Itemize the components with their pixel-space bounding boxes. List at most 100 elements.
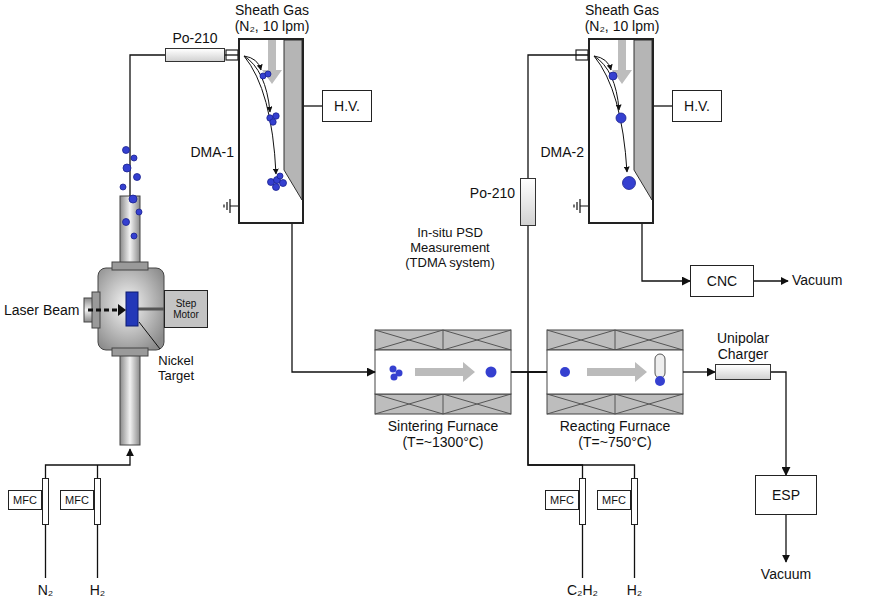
particle-trajectory xyxy=(594,56,627,172)
furnace-body xyxy=(587,362,647,382)
gas-line xyxy=(634,525,635,578)
flow-controller-box: MFC xyxy=(8,490,42,510)
flow-controller: MFC xyxy=(597,478,638,525)
nanoparticle xyxy=(260,71,636,191)
ground-symbol xyxy=(224,199,238,213)
vacuum-label: Vacuum xyxy=(792,272,842,288)
nanoparticle xyxy=(131,155,137,161)
leader-line xyxy=(139,322,160,349)
laser-beam xyxy=(118,304,126,316)
nanoparticle xyxy=(273,113,279,119)
ground-symbol xyxy=(574,199,588,213)
furnace-body xyxy=(547,330,683,414)
furnace-body xyxy=(375,330,511,414)
motor-shaft xyxy=(138,309,164,310)
gas-line xyxy=(582,525,583,578)
furnace-body xyxy=(560,367,570,377)
gas-label: C₂H₂ xyxy=(557,582,608,598)
measurement-note: In-situ PSD Measurement (TDMA system) xyxy=(400,226,500,271)
aerosol-line xyxy=(130,55,165,196)
node-label: Po-210 xyxy=(160,30,230,46)
furnace-body xyxy=(547,350,683,394)
furnace-body xyxy=(375,330,511,414)
furnace-body xyxy=(375,350,511,394)
node-label: MFC xyxy=(65,494,89,507)
nanoparticle xyxy=(280,180,287,187)
particle-trajectory xyxy=(244,56,276,174)
laser-label: Laser Beam xyxy=(4,302,79,318)
node-label: DMA-1 xyxy=(190,144,234,160)
gas-line xyxy=(97,465,98,478)
flow-meter-tube xyxy=(579,478,586,525)
ablation-chamber xyxy=(112,262,148,270)
node-label: ESP xyxy=(772,487,800,503)
flow-line xyxy=(511,226,528,372)
flow-line xyxy=(642,224,690,281)
furnace: Sintering Furnace (T=~1300°C) xyxy=(375,330,511,414)
nanoparticle xyxy=(129,195,137,203)
vacuum-arrow xyxy=(785,515,786,562)
furnace-body xyxy=(655,354,665,378)
flow-controller-box: MFC xyxy=(545,490,579,510)
flow-line xyxy=(225,54,238,55)
flow-controller: MFC xyxy=(545,478,586,525)
neutralizer-tube: Po-210 xyxy=(165,48,225,62)
dma-electrode xyxy=(284,40,652,200)
flow-controller: MFC xyxy=(8,478,49,525)
precipitator-box: ESP xyxy=(755,475,817,515)
node-label: Reacting Furnace (T=~750°C) xyxy=(550,418,680,450)
node-label: Po-210 xyxy=(470,185,515,201)
nickel-target xyxy=(126,292,138,326)
nanoparticle xyxy=(270,119,276,125)
particle-trajectory xyxy=(244,56,627,174)
nanoparticle xyxy=(131,233,137,239)
nanoparticle xyxy=(265,71,271,77)
particle-trajectory xyxy=(594,56,619,110)
nanoparticle xyxy=(277,173,283,179)
nanoparticle xyxy=(136,209,142,215)
sheath-gas-arrow xyxy=(262,38,632,84)
furnace-body xyxy=(486,367,497,378)
furnace-body xyxy=(390,366,397,373)
node-label: Sintering Furnace (T=~1300°C) xyxy=(378,418,508,450)
gas-line xyxy=(45,525,46,578)
leader-line xyxy=(139,322,160,349)
nanoparticle xyxy=(120,147,142,240)
furnace-body xyxy=(391,374,398,381)
node-label: H.V. xyxy=(334,98,360,114)
gas-label: H₂ xyxy=(77,582,118,598)
flow-line xyxy=(304,105,322,106)
ablation-chamber xyxy=(120,196,140,268)
flow-meter-tube xyxy=(42,478,49,525)
flow-controller-box: MFC xyxy=(60,490,94,510)
flow-controller-box: MFC xyxy=(597,490,631,510)
gas-label: H₂ xyxy=(614,582,655,598)
gas-label: N₂ xyxy=(25,582,66,598)
dma-electrode xyxy=(284,40,302,200)
node-label: MFC xyxy=(550,494,574,507)
counter-box: CNC xyxy=(690,265,754,297)
furnace-body xyxy=(547,330,683,414)
dma-electrode xyxy=(634,40,652,200)
node-label: Step Motor xyxy=(169,298,203,321)
flow-line xyxy=(528,55,588,178)
laser-beam xyxy=(88,304,126,316)
node-label: MFC xyxy=(602,494,626,507)
flow-controller: MFC xyxy=(60,478,101,525)
node-label: H.V. xyxy=(684,98,710,114)
vacuum-arrow xyxy=(754,280,788,281)
target-label: Nickel Target xyxy=(148,354,204,384)
nanoparticle xyxy=(273,184,280,191)
gas-label: Sheath Gas (N₂, 10 lpm) xyxy=(227,2,317,34)
flow-line xyxy=(654,105,672,106)
furnace: Reacting Furnace (T=~750°C) xyxy=(547,330,683,414)
nanoparticle xyxy=(134,174,141,181)
ablation-chamber xyxy=(84,196,164,445)
gas-line xyxy=(46,449,635,578)
flow-meter-tube xyxy=(631,478,638,525)
furnace-body xyxy=(655,376,665,386)
nanoparticle xyxy=(616,113,626,123)
charger-tube: Unipolar Charger xyxy=(715,364,771,380)
